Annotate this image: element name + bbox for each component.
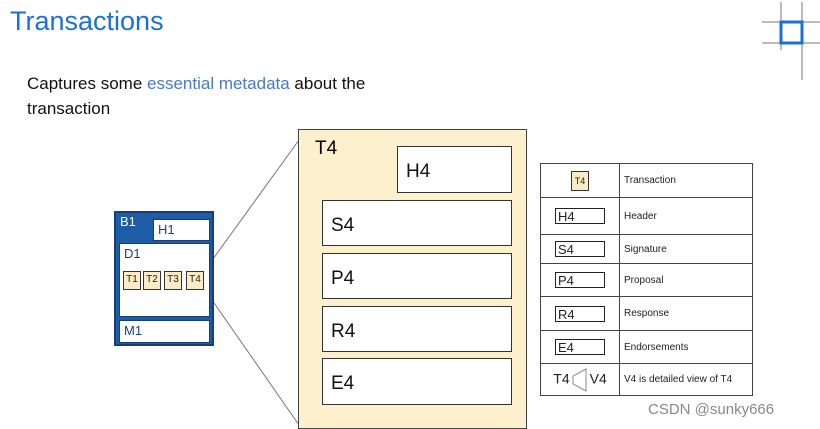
slide-title: Transactions: [10, 6, 164, 36]
subtitle-highlight: essential metadata: [147, 74, 290, 93]
legend-row: S4 Signature: [540, 234, 753, 264]
legend-row: R4 Response: [540, 296, 753, 331]
legend-text: Proposal: [619, 263, 753, 297]
block-metadata: M1: [119, 320, 210, 343]
legend-symbol: H4: [555, 208, 605, 224]
subtitle-text: Captures some: [27, 74, 147, 93]
zoom-trapezoid-icon: [572, 367, 587, 392]
transaction-t3: T3: [164, 271, 182, 290]
detail-label: T4: [315, 138, 338, 159]
legend-symbol: T4: [571, 170, 589, 191]
legend-symbol-2: V4: [589, 370, 607, 387]
detail-header: H4: [397, 146, 512, 193]
legend-row: T4 V4 V4 is detailed view of T4: [540, 363, 753, 396]
block-b1: B1 H1 D1 T1 T2 T3 T4 M1: [114, 211, 214, 346]
slide-logo-icon: [762, 2, 820, 80]
legend-symbol: T4: [553, 370, 570, 387]
legend-text: Header: [619, 197, 753, 235]
legend-symbol: E4: [555, 339, 605, 355]
legend-row: E4 Endorsements: [540, 330, 753, 364]
block-header: H1: [153, 219, 210, 241]
slide-subtitle: Captures some essential metadata about t…: [27, 71, 447, 121]
transaction-t4: T4: [186, 271, 204, 290]
legend-row: T4 Transaction: [540, 163, 753, 198]
legend-symbol: P4: [555, 272, 605, 288]
legend-text: Endorsements: [619, 330, 753, 364]
detail-response: R4: [322, 306, 512, 352]
legend-table: T4 Transaction H4 Header S4 Signature P4 Pro…: [540, 163, 753, 396]
legend-symbol: R4: [555, 305, 605, 322]
detail-signature: S4: [322, 200, 512, 246]
transaction-t1: T1: [123, 271, 141, 290]
detail-proposal: P4: [322, 253, 512, 299]
watermark: CSDN @sunky666: [648, 401, 775, 418]
legend-symbol: S4: [555, 241, 605, 257]
subtitle-text-end: about the transaction: [27, 74, 366, 118]
legend-text: Transaction: [619, 163, 753, 198]
data-label: D1: [124, 246, 141, 261]
legend-row: P4 Proposal: [540, 263, 753, 297]
transaction-t2: T2: [143, 271, 161, 290]
legend-row: H4 Header: [540, 197, 753, 235]
detail-endorsements: E4: [322, 358, 512, 405]
block-data: D1 T1 T2 T3 T4: [119, 243, 210, 317]
legend-text: V4 is detailed view of T4: [619, 363, 753, 396]
legend-text: Signature: [619, 234, 753, 264]
block-label: B1: [120, 214, 136, 229]
legend-text: Response: [619, 296, 753, 331]
